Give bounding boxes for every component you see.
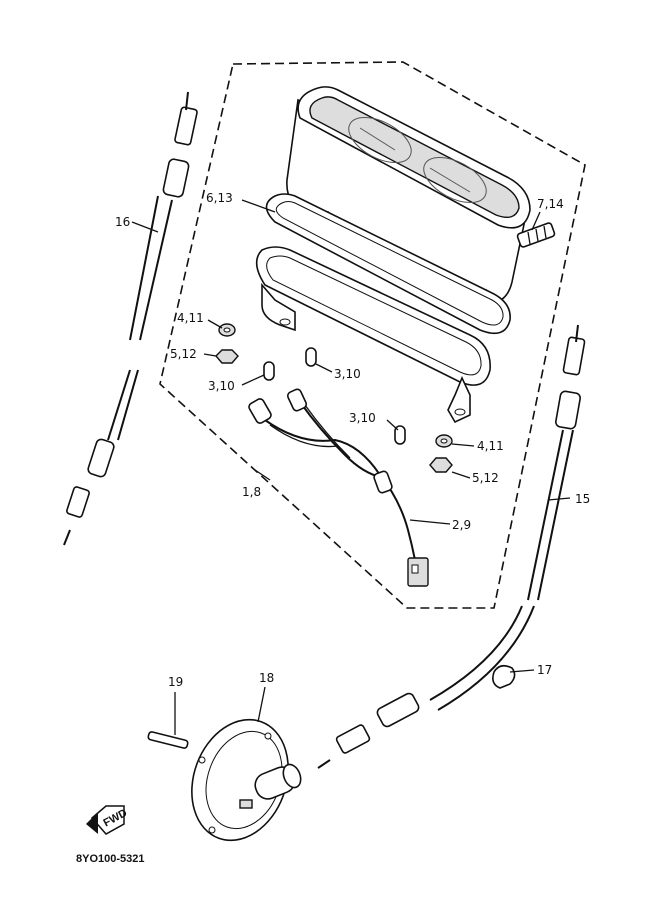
- label-3-10-left: 3,10: [208, 379, 235, 393]
- drawing-code: 8YO100-5321: [76, 853, 145, 865]
- wire-harness: [248, 388, 429, 587]
- label-3-10-right: 3,10: [349, 411, 376, 425]
- label-5-12-left: 5,12: [170, 347, 197, 361]
- label-16: 16: [115, 215, 130, 229]
- forward-arrow-icon: FWD: [86, 805, 129, 835]
- lower-case: [255, 246, 491, 424]
- label-6-13: 6,13: [206, 191, 233, 205]
- speedometer-cable: [317, 324, 586, 769]
- label-1-8: 1,8: [242, 485, 261, 499]
- label-4-11-left: 4,11: [177, 311, 204, 325]
- bulb-icon: [263, 347, 406, 445]
- tachometer-cable: [63, 91, 198, 546]
- label-19: 19: [168, 675, 183, 689]
- pin: [147, 731, 189, 749]
- label-15: 15: [575, 492, 590, 506]
- label-7-14: 7,14: [537, 197, 564, 211]
- cable-fitting: [516, 222, 556, 248]
- label-18: 18: [259, 671, 274, 685]
- nut-left: [215, 349, 239, 364]
- leader-lines: [131, 199, 571, 735]
- label-5-12-right: 5,12: [472, 471, 499, 485]
- gasket-ring: [265, 193, 511, 335]
- nut-right: [429, 457, 453, 473]
- label-2-9: 2,9: [452, 518, 471, 532]
- assembly-boundary: [159, 61, 586, 609]
- label-4-11-right: 4,11: [477, 439, 504, 453]
- label-3-10-mid: 3,10: [334, 367, 361, 381]
- label-17: 17: [537, 663, 552, 677]
- cable-clamp: [492, 664, 516, 689]
- speedometer-gear-unit: [191, 718, 302, 842]
